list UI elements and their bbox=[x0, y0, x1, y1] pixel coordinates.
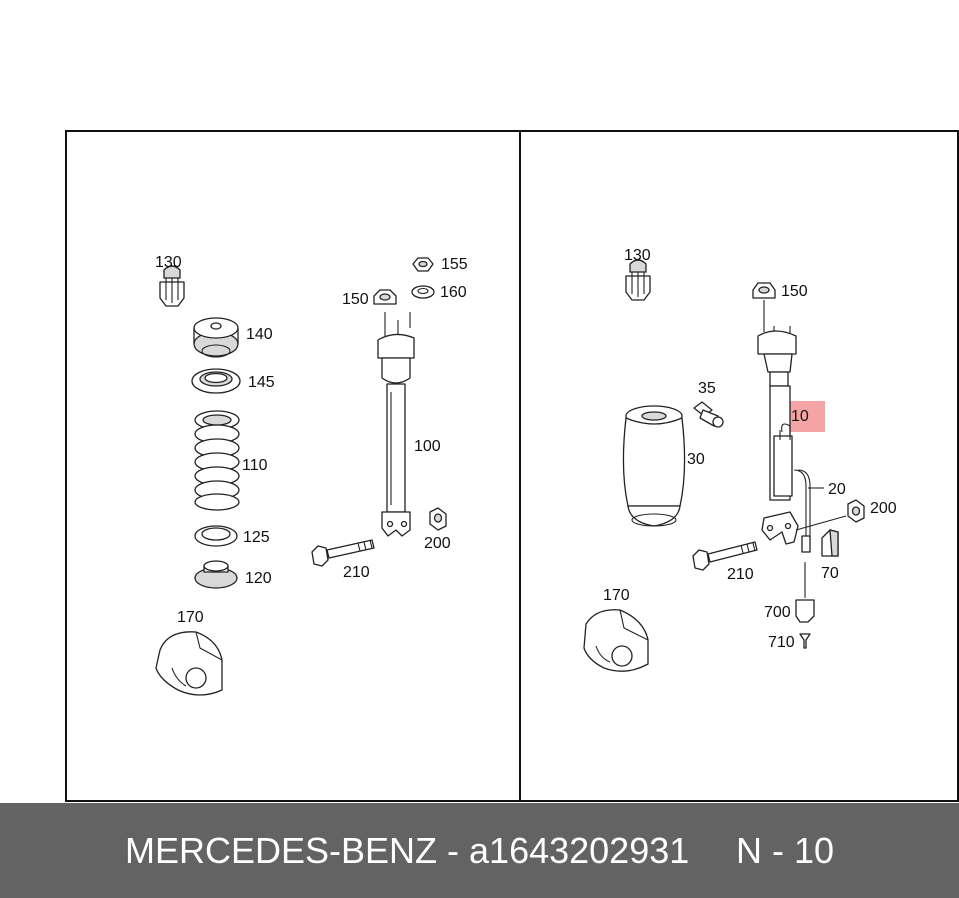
coil-spring-110-icon bbox=[194, 410, 240, 511]
brand-part-number: MERCEDES-BENZ - a1643202931 bbox=[125, 829, 690, 871]
label-70: 70 bbox=[821, 565, 839, 582]
label-20: 20 bbox=[828, 481, 846, 498]
parts-diagram: 130 140 145 110 bbox=[65, 130, 959, 802]
label-170: 170 bbox=[603, 587, 630, 604]
label-140: 140 bbox=[246, 326, 273, 343]
label-100: 100 bbox=[414, 438, 441, 455]
label-170: 170 bbox=[177, 609, 204, 626]
nut-200-icon bbox=[795, 499, 865, 531]
valve-35-icon bbox=[693, 401, 724, 428]
connector-700-icon bbox=[795, 562, 815, 623]
label-210: 210 bbox=[727, 566, 754, 583]
label-35: 35 bbox=[698, 380, 716, 397]
label-700: 700 bbox=[764, 604, 791, 621]
cover-170-icon bbox=[155, 631, 223, 696]
spring-pad-145-icon bbox=[191, 368, 241, 394]
label-30: 30 bbox=[687, 451, 705, 468]
bolt-210-icon bbox=[692, 541, 758, 571]
right-panel: 130 150 35 10 bbox=[583, 247, 897, 672]
clip-130-icon bbox=[159, 265, 185, 307]
shock-absorber-100-icon bbox=[377, 312, 415, 537]
bolt-210-icon bbox=[311, 539, 375, 567]
nut-200-icon bbox=[429, 507, 447, 531]
cover-170-icon bbox=[583, 609, 649, 672]
label-120: 120 bbox=[245, 570, 272, 587]
label-710: 710 bbox=[768, 634, 795, 651]
label-10: 10 bbox=[791, 408, 809, 425]
label-200: 200 bbox=[870, 500, 897, 517]
label-145: 145 bbox=[248, 374, 275, 391]
air-spring-30-icon bbox=[622, 405, 686, 527]
label-150: 150 bbox=[781, 283, 808, 300]
footer-bar: MERCEDES-BENZ - a1643202931 N - 10 bbox=[0, 803, 959, 898]
nut-150-icon bbox=[752, 282, 776, 299]
label-160: 160 bbox=[440, 284, 467, 301]
label-130: 130 bbox=[155, 254, 182, 271]
nut-150-icon bbox=[373, 289, 397, 305]
pin-710-icon bbox=[799, 633, 811, 649]
label-210: 210 bbox=[343, 564, 370, 581]
diagram-frame bbox=[65, 130, 959, 802]
label-200: 200 bbox=[424, 535, 451, 552]
sensor-cable-20-icon bbox=[793, 469, 824, 553]
clip-130-icon bbox=[625, 259, 651, 301]
label-155: 155 bbox=[441, 256, 468, 273]
spring-seat-125-icon bbox=[194, 525, 238, 547]
lower-seat-120-icon bbox=[194, 560, 238, 589]
top-mount-140-icon bbox=[193, 317, 239, 358]
label-150: 150 bbox=[342, 291, 369, 308]
left-panel: 130 140 145 110 bbox=[155, 254, 468, 696]
label-110: 110 bbox=[242, 457, 268, 474]
nut-155-icon bbox=[412, 257, 434, 272]
air-strut-10-icon bbox=[757, 300, 799, 545]
clip-70-icon bbox=[821, 529, 839, 557]
label-130: 130 bbox=[624, 247, 651, 264]
washer-160-icon bbox=[411, 285, 435, 299]
label-125: 125 bbox=[243, 529, 270, 546]
position-code: N - 10 bbox=[736, 829, 835, 871]
